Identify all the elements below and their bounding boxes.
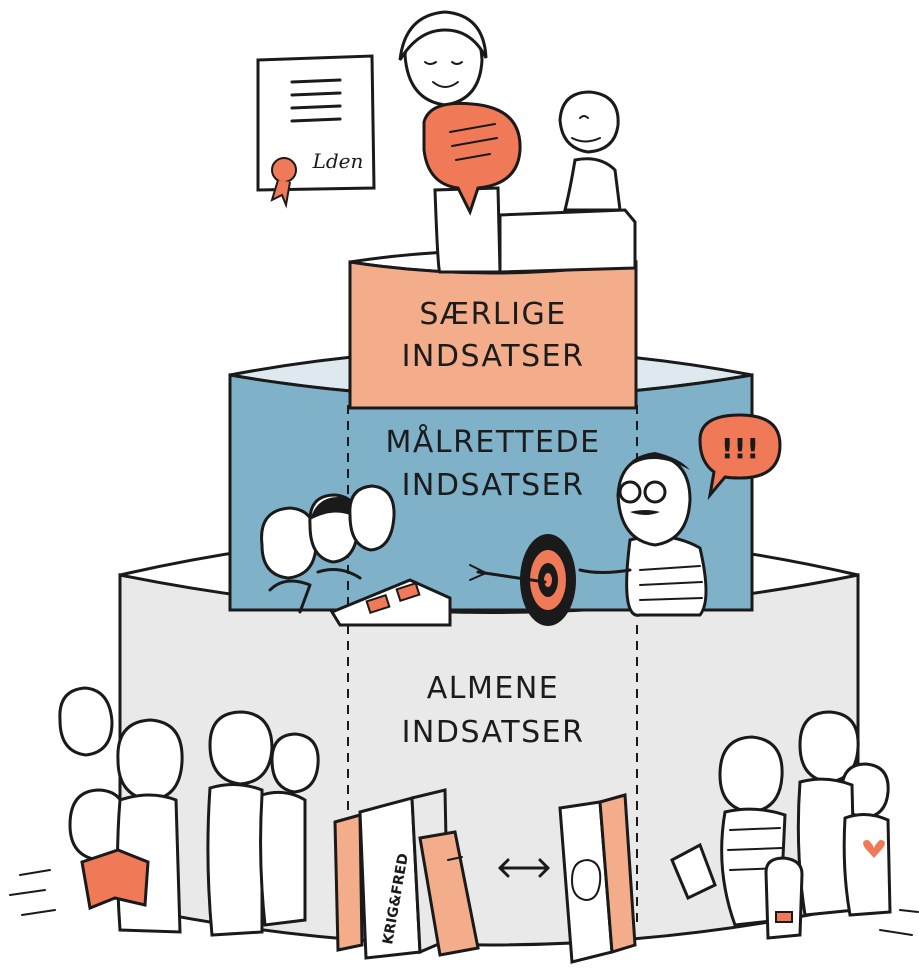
red-book-icon [80,848,150,911]
middle-tier-label-line2: INDSATSER [402,468,585,503]
bottom-tier-label-line1: ALMENE [427,671,559,706]
speech-bubble: !!! [698,413,782,501]
student-group-icon [260,484,452,627]
top-tier-label-line1: SÆRLIGE [419,297,566,332]
paper-sheet-icon [329,578,452,627]
double-arrow-icon [498,858,550,878]
woman-with-speech-bubble [398,10,522,274]
desk-icon [498,208,637,274]
children-group-right [670,710,919,940]
paper-sheet-icon [670,842,717,901]
target-icon [520,534,576,626]
heart-icon [863,840,885,858]
children-group-left [9,686,320,937]
certificate-signature: Lden [312,149,364,173]
middle-tier-label-line1: MÅLRETTEDE [385,424,600,460]
arrow-icon [469,564,547,584]
backpack-icon [764,856,804,940]
bear-face-icon [570,858,602,902]
top-tier-body [348,260,638,410]
bottom-tier-label-line2: INDSATSER [402,715,585,750]
certificate-seal-icon [271,157,297,183]
books-stack-left: KRIG&FRED [333,788,480,960]
teacher-with-glasses [578,452,708,617]
top-tier-label-line2: INDSATSER [402,339,585,374]
speech-bubble-text: !!! [721,432,759,465]
child-at-desk [498,90,637,274]
books-stack-right [558,793,637,964]
top-tier: SÆRLIGE INDSATSER [348,10,638,410]
certificate-icon: Lden [256,54,376,209]
